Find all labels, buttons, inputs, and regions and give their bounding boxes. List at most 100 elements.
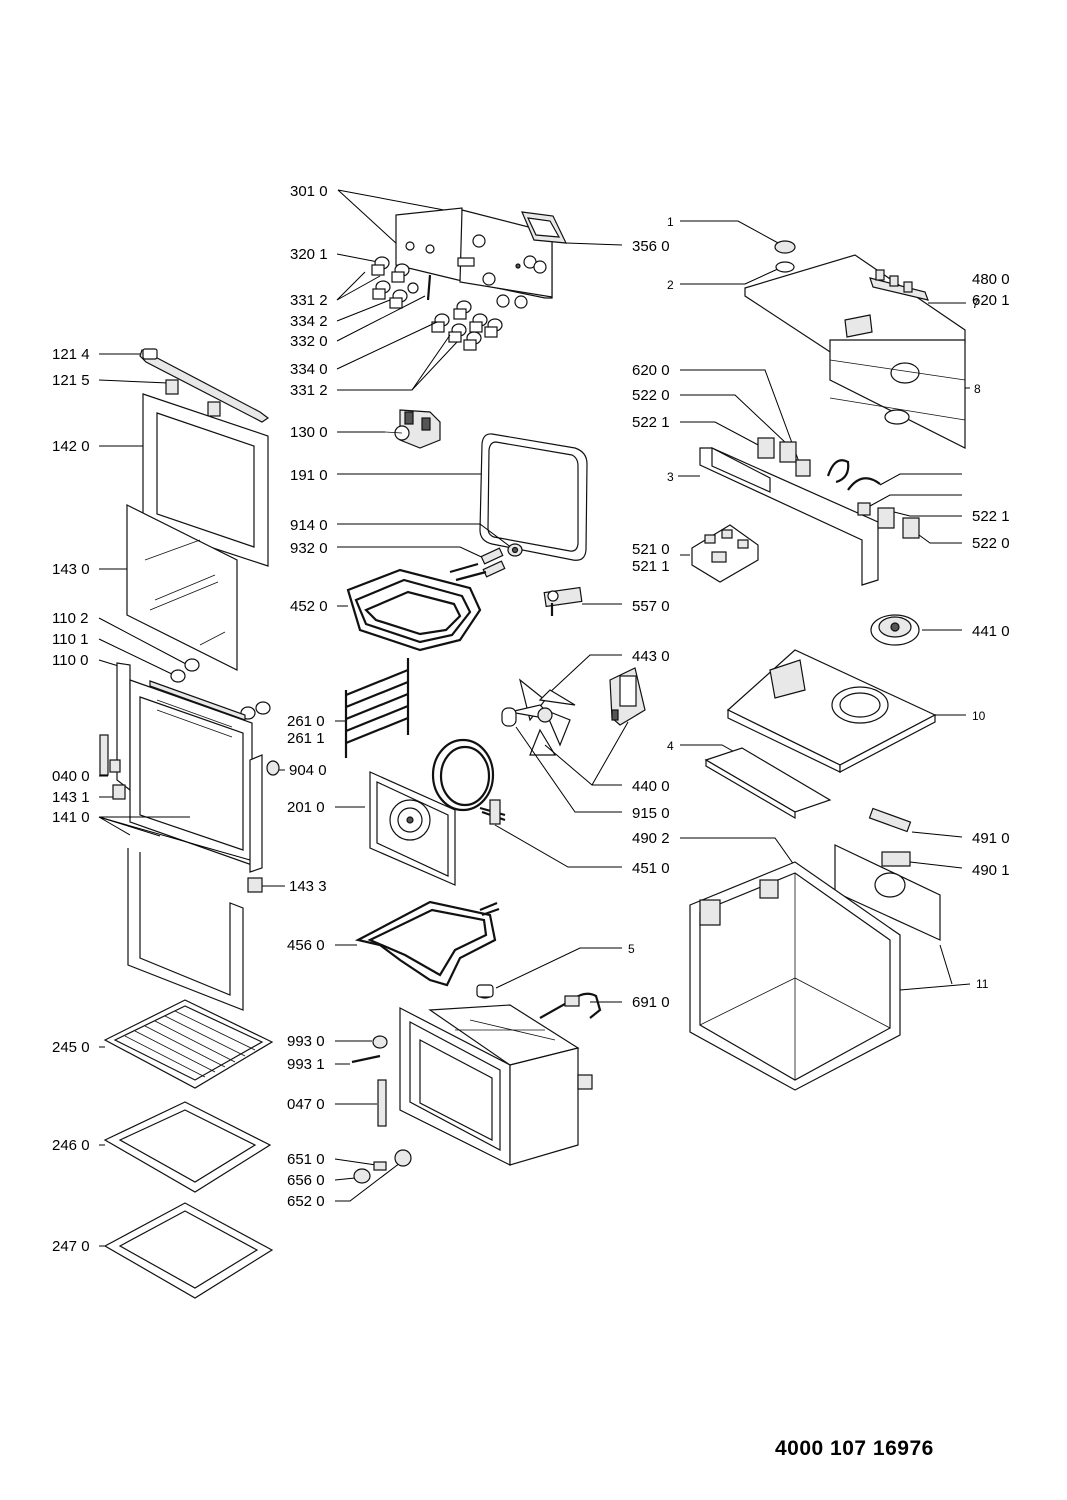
label-040-0: 040 0 [52,768,90,785]
label-110-2: 110 2 [52,610,88,627]
label-7: 7 [972,297,979,311]
baking-tray: 246 0 [52,1101,272,1193]
grill-element-group: 914 0 932 0 452 0 [290,517,523,652]
label-522-1-b: 522 1 [972,508,1010,525]
air-channel: 4 [667,739,832,820]
label-247-0: 247 0 [52,1238,90,1255]
label-620-0: 620 0 [632,362,670,379]
label-441-0: 441 0 [972,623,1010,640]
label-914-0: 914 0 [290,517,328,534]
thermostat: 557 0 [543,586,670,616]
label-915-0: 915 0 [632,805,670,822]
label-143-3: 143 3 [289,878,327,895]
label-2: 2 [667,278,674,292]
fan-cover: 201 0 [287,771,456,886]
label-320-1: 320 1 [290,246,328,263]
outer-casing: 490 2 11 [632,830,989,1091]
label-491-0: 491 0 [972,830,1010,847]
label-11: 11 [976,977,989,991]
wire-shelf: 245 0 [52,999,274,1089]
label-691-0: 691 0 [632,994,670,1011]
label-456-0: 456 0 [287,937,325,954]
label-130-0: 130 0 [290,424,328,441]
control-knobs-left [371,256,419,309]
label-1: 1 [667,215,674,229]
cooling-duct: 10 [726,649,986,773]
label-557-0: 557 0 [632,598,670,615]
lower-element: 456 0 [287,900,500,987]
spindle [426,274,432,301]
document-number: 4000 107 16976 [775,1437,934,1460]
side-racks: 261 0 261 1 [287,658,410,758]
label-047-0: 047 0 [287,1096,325,1113]
door-seal: 191 0 [290,433,588,561]
selector-switch: 130 0 [290,409,441,449]
label-521-0: 521 0 [632,541,670,558]
lamp-group: 5 691 0 [476,942,670,1019]
fan-assembly: 443 0 440 0 915 0 [501,648,670,822]
label-3: 3 [667,470,674,484]
label-443-0: 443 0 [632,648,670,665]
label-246-0: 246 0 [52,1137,90,1154]
label-245-0: 245 0 [52,1039,90,1056]
label-522-0-b: 522 0 [972,535,1010,552]
label-143-0: 143 0 [52,561,90,578]
label-142-0: 142 0 [52,438,90,455]
door-top-trim: 121 4 121 5 [52,346,270,423]
label-334-0: 334 0 [290,361,328,378]
circular-element: 451 0 [431,738,670,877]
top-cover-group: 1 2 7 8 [667,215,981,449]
label-440-0: 440 0 [632,778,670,795]
hinge-parts: 651 0 656 0 652 0 [287,1149,412,1210]
label-522-0-a: 522 0 [632,387,670,404]
label-993-1: 993 1 [287,1056,325,1073]
label-652-0: 652 0 [287,1193,325,1210]
control-knobs-right [431,300,503,351]
label-110-0: 110 0 [52,652,88,669]
label-8: 8 [974,382,981,396]
label-10: 10 [972,709,986,723]
label-331-2-a: 331 2 [290,292,328,309]
label-301-0: 301 0 [290,183,328,200]
outer-door: 040 0 143 1 141 0 904 0 143 3 [52,662,327,895]
door-outer-frame [127,848,244,1011]
label-521-1: 521 1 [632,558,670,575]
oven-cavity: 993 0 993 1 047 0 [287,1004,593,1166]
label-141-0: 141 0 [52,809,90,826]
door-glass-pane: 143 0 [52,504,238,671]
label-261-0: 261 0 [287,713,325,730]
label-932-0: 932 0 [290,540,328,557]
label-201-0: 201 0 [287,799,325,816]
label-656-0: 656 0 [287,1172,325,1189]
label-490-2: 490 2 [632,830,670,847]
fan-motor-cooling: 441 0 [870,614,1010,646]
label-334-2: 334 2 [290,313,328,330]
label-331-2-b: 331 2 [290,382,328,399]
label-651-0: 651 0 [287,1151,325,1168]
door-glass-inner-frame: 142 0 [52,393,269,567]
label-121-5: 121 5 [52,372,90,389]
label-332-0: 332 0 [290,333,328,350]
label-993-0: 993 0 [287,1033,325,1050]
label-110-1: 110 1 [52,631,88,648]
label-480-0: 480 0 [972,271,1010,288]
label-620-1: 620 1 [972,292,1010,309]
drip-tray: 247 0 [52,1202,274,1299]
label-121-4: 121 4 [52,346,90,363]
label-4: 4 [667,739,674,753]
label-904-0: 904 0 [289,762,327,779]
electrical-bracket-group: 620 0 522 0 522 1 3 480 0 620 1 522 1 52… [632,271,1010,586]
control-panel-group: 301 0 356 0 320 1 331 2 334 2 332 0 [290,183,670,399]
label-261-1: 261 1 [287,730,325,747]
label-490-1: 490 1 [972,862,1010,879]
control-board: 521 0 521 1 [632,524,759,583]
label-356-0: 356 0 [632,238,670,255]
label-5: 5 [628,942,635,956]
rear-panel-group: 491 0 490 1 [834,807,1010,941]
label-451-0: 451 0 [632,860,670,877]
label-452-0: 452 0 [290,598,328,615]
label-191-0: 191 0 [290,467,328,484]
label-522-1-a: 522 1 [632,414,670,431]
label-143-1: 143 1 [52,789,90,806]
